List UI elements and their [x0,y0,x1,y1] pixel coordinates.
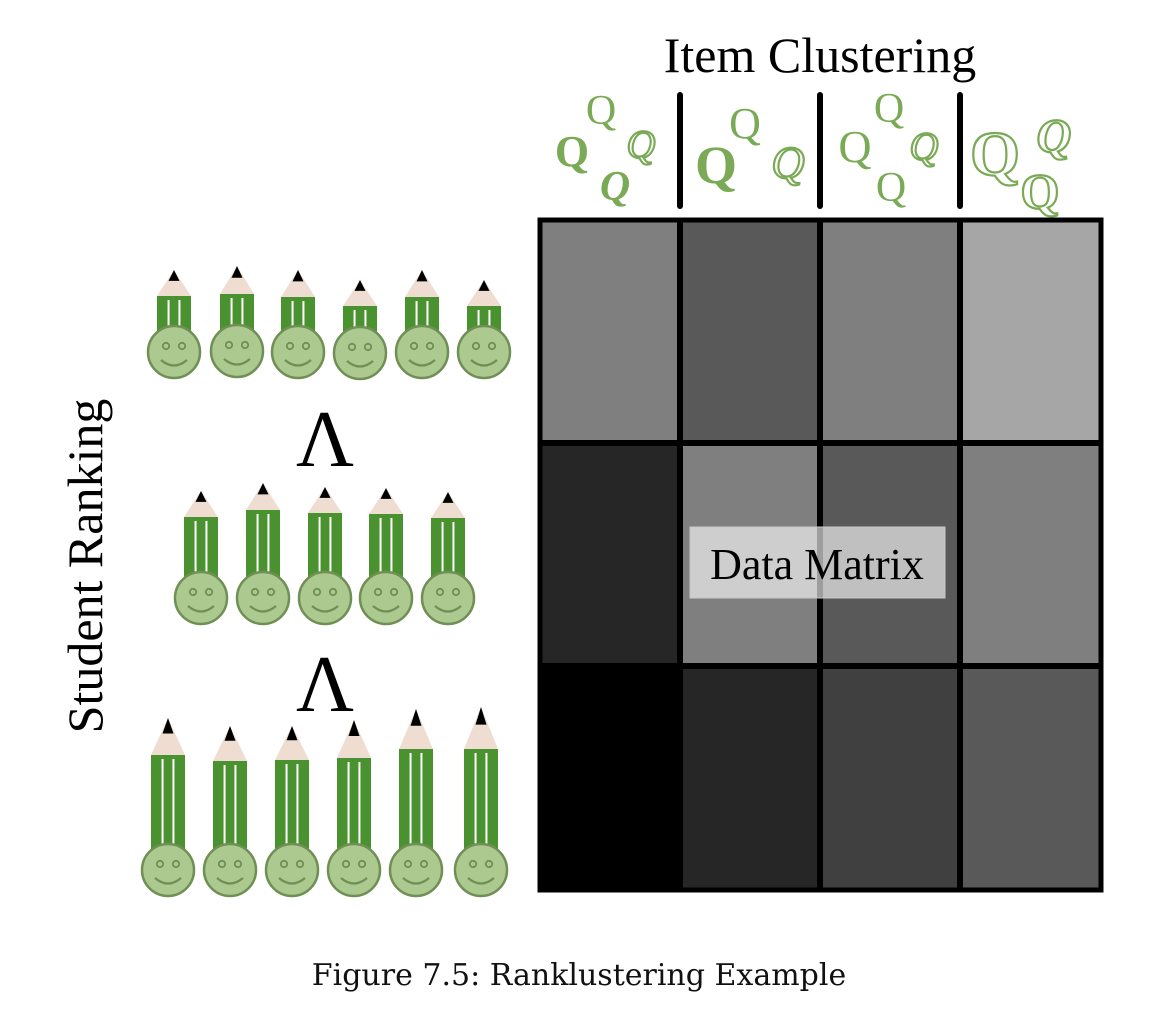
pencil-student-icon [326,720,382,898]
pencil-student-icon [146,270,202,380]
cluster-separators [677,92,963,209]
pencil-student-icon [235,483,291,626]
student-ranking-groups [140,266,512,898]
q-item-icon: Q [1037,110,1072,163]
matrix-cell-r2-c4 [960,443,1101,666]
matrix-border [537,217,1104,893]
q-item-icon: Q [970,118,1020,189]
matrix-cell-r2-c1 [540,443,680,666]
matrix-cell-r1-c4 [960,220,1101,443]
figure-caption: Figure 7.5: Ranklustering Example [311,958,847,993]
pencil-student-icon [456,280,512,380]
q-item-icon: Q [1021,163,1060,219]
pencil-student-icon [173,491,229,626]
pencil-student-icon [358,488,414,626]
pencil-student-icon [453,707,509,898]
q-item-icon: Q [910,124,939,169]
matrix-cell-r1-c1 [540,220,680,443]
q-item-icon: Q [555,127,589,176]
pencil-student-icon [420,492,476,626]
pencil-student-icon [297,487,353,626]
pencil-student-icon [140,718,196,898]
rank-greater-symbol-1: Λ [296,396,354,484]
q-item-icon: Q [838,121,871,172]
pencil-student-icon [394,270,450,380]
matrix-cell-r3-c4 [960,666,1101,890]
pencil-student-icon [202,726,258,898]
item-clustering-title: Item Clustering [664,27,976,83]
pencil-student-icon [332,280,388,381]
q-item-icon: Q [695,135,737,195]
q-item-icon: Q [729,99,761,148]
pencil-student-icon [388,709,444,898]
pencil-student-icon [270,270,326,380]
data-matrix-label: Data Matrix [710,540,924,589]
data-matrix-label-box [689,526,946,599]
q-item-icon: Q [627,122,656,167]
q-item-icon: Q [771,137,804,188]
q-item-icon: Q [586,88,616,134]
matrix-cell-r3-c2 [680,666,820,890]
q-item-icon: Q [600,164,630,210]
q-item-icon: Q [874,86,904,132]
matrix-cell-r1-c2 [680,220,820,443]
matrix-cell-r3-c3 [820,666,960,890]
student-ranking-label: Student Ranking [57,399,113,734]
pencil-student-icon [264,726,320,898]
pencil-student-icon [209,266,265,379]
matrix-cell-r3-c1 [540,666,680,890]
rank-greater-symbol-2: Λ [296,641,354,729]
q-item-icon: Q [876,165,906,211]
matrix-cell-r1-c3 [820,220,960,443]
